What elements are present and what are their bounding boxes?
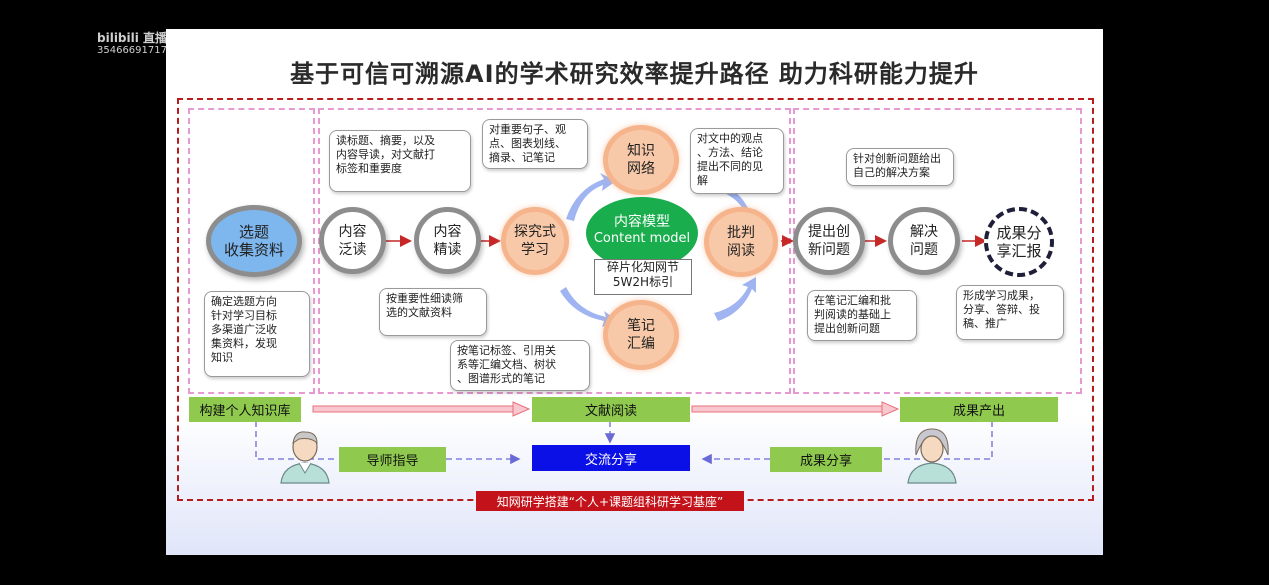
node-inquiry-label: 探究式 学习 <box>514 224 556 258</box>
content-model-subtitle: Content model <box>593 231 691 246</box>
fragment-index-box: 碎片化知网节 5W2H标引 <box>594 259 692 295</box>
page-title: 基于可信可溯源AI的学术研究效率提升路径 助力科研能力提升 <box>290 60 979 88</box>
watermark-logo: bilibili 直播 <box>97 31 168 45</box>
node-intensive: 内容 精读 <box>414 207 481 274</box>
callout-select-topic: 确定选题方向 针对学习目标 多渠道广泛收 集资料，发现 知识 <box>204 291 310 377</box>
node-critical-label: 批判 阅读 <box>727 225 755 259</box>
content-model-title: 内容模型 <box>614 214 670 230</box>
node-inquiry: 探究式 学习 <box>501 207 569 275</box>
callout-intensive: 按重要性细读筛 选的文献资料 <box>379 288 487 336</box>
node-skim: 内容 泛读 <box>319 207 386 274</box>
node-critical: 批判 阅读 <box>704 207 778 277</box>
slide: 基于可信可溯源AI的学术研究效率提升路径 助力科研能力提升 <box>166 29 1103 555</box>
bar-output: 成果产出 <box>900 397 1058 422</box>
callout-skim: 读标题、摘要，以及 内容导读，对文献打 标签和重要度 <box>329 130 471 192</box>
node-knowledge-net-label: 知识 网络 <box>627 143 655 177</box>
content-model-oval: 内容模型 Content model <box>586 197 698 269</box>
node-knowledge-net: 知识 网络 <box>603 125 679 195</box>
male-person-icon <box>280 431 330 484</box>
foundation-label: 知网研学搭建“个人+课题组科研学习基座” <box>476 491 744 511</box>
bar-build-library: 构建个人知识库 <box>189 397 301 422</box>
callout-outcome: 形成学习成果， 分享、答辩、投 稿、推广 <box>956 285 1064 340</box>
node-select-topic: 选题 收集资料 <box>206 205 302 277</box>
stage-frame-collect <box>188 108 315 394</box>
female-person-icon <box>907 428 957 484</box>
node-notes: 笔记 汇编 <box>603 300 679 370</box>
callout-innovate: 在笔记汇编和批 判阅读的基础上 提出创新问题 <box>807 290 917 341</box>
callout-knowledge: 对重要句子、观 点、图表划线、 摘录、记笔记 <box>482 119 588 169</box>
callout-notes: 按笔记标签、引用关 系等汇编文档、树状 、图谱形式的笔记 <box>450 340 590 391</box>
node-select-topic-label: 选题 收集资料 <box>223 223 284 259</box>
watermark-id: 354666917170508 <box>97 45 193 56</box>
node-solve-label: 解决 问题 <box>910 224 938 258</box>
pink-progress-arrows <box>312 401 900 417</box>
bar-mentor: 导师指导 <box>339 447 446 472</box>
node-outcome-label: 成果分 享汇报 <box>996 224 1042 260</box>
node-solve: 解决 问题 <box>888 207 960 275</box>
stage-frame-reading <box>318 108 791 394</box>
callout-critical: 对文中的观点 、方法、结论 提出不同的见 解 <box>690 128 784 194</box>
node-intensive-label: 内容 精读 <box>433 223 462 258</box>
bar-exchange: 交流分享 <box>532 445 690 471</box>
node-innovate-label: 提出创 新问题 <box>808 224 850 258</box>
node-outcome: 成果分 享汇报 <box>984 207 1054 277</box>
callout-solve: 针对创新问题给出 自己的解决方案 <box>846 148 954 186</box>
node-notes-label: 笔记 汇编 <box>627 318 655 352</box>
bar-literature-reading: 文献阅读 <box>532 397 690 422</box>
node-innovate: 提出创 新问题 <box>793 207 865 275</box>
node-skim-label: 内容 泛读 <box>338 223 367 258</box>
bar-share: 成果分享 <box>770 447 882 472</box>
